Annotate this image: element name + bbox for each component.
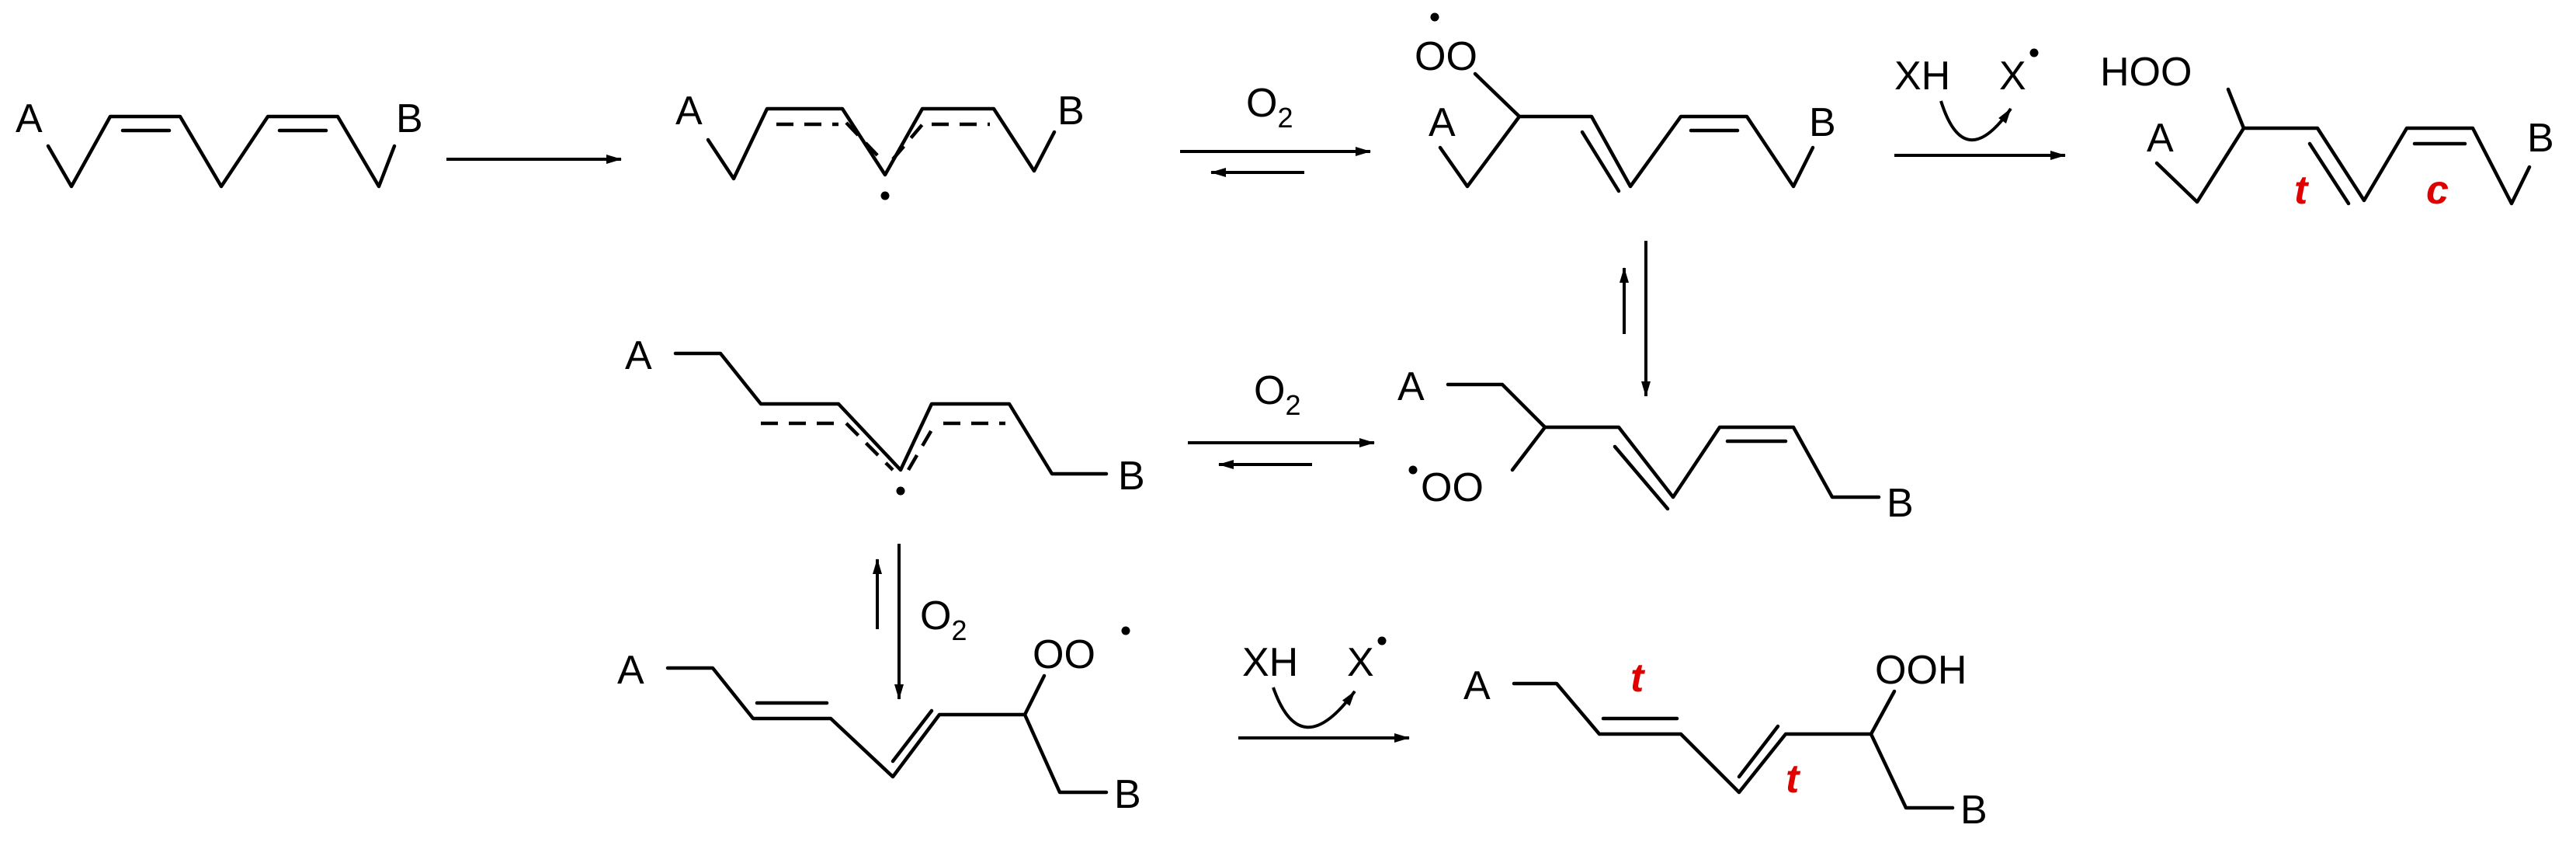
label-b: B (1114, 772, 1141, 817)
xh-label: XH (1242, 640, 1298, 685)
peroxyl-group: OO (1415, 34, 1477, 79)
hydroperoxide-1: HOO A B t c (2100, 50, 2554, 213)
peroxyl-radical-2: A OO B (1397, 364, 1914, 526)
label-a: A (1463, 663, 1491, 708)
label-b: B (1960, 788, 1988, 833)
trans-label-1: t (1630, 656, 1646, 701)
label-b: B (396, 96, 423, 141)
pentadienyl-radical-2: A B (625, 333, 1145, 499)
label-b: B (1057, 89, 1085, 134)
pentadienyl-radical-1: A B (675, 89, 1085, 200)
peroxyl-group: OO (1033, 632, 1095, 677)
radical-dot (896, 486, 905, 496)
label-b: B (1887, 481, 1914, 526)
h-abstraction-2: XH X (1238, 636, 1410, 743)
label-a: A (675, 89, 703, 134)
label-b: B (1118, 454, 1145, 499)
peroxyl-radical-3: A OO B (617, 626, 1141, 817)
radical-dot (1121, 626, 1130, 635)
peroxyl-group: OO (1421, 465, 1484, 510)
label-a: A (1429, 100, 1456, 145)
h-abstraction-1: XH X (1894, 48, 2066, 160)
radical-dot (1430, 12, 1439, 22)
hydroperoxide-2: A OOH B t t (1463, 648, 1988, 833)
hydroperoxide-group: HOO (2100, 50, 2192, 95)
label-a: A (617, 648, 644, 693)
radical-dot (1408, 465, 1418, 475)
cis-label: c (2426, 168, 2449, 213)
starting-diene: A B (16, 96, 423, 189)
peroxyl-radical-1: OO A B (1415, 12, 1836, 193)
vertical-equilibrium-left: O2 (873, 544, 967, 700)
label-a: A (1397, 364, 1425, 409)
x-radical-label: X (1999, 54, 2026, 99)
o2-label: O2 (1254, 368, 1300, 421)
radical-dot (880, 191, 890, 200)
trans-label-2: t (1786, 757, 1801, 802)
equilibrium-o2-2: O2 (1188, 368, 1375, 469)
hydroperoxide-group: OOH (1875, 648, 1967, 693)
vertical-equilibrium-right (1620, 241, 1651, 397)
x-radical-label: X (1347, 640, 1374, 685)
label-a: A (625, 333, 652, 378)
o2-label: O2 (920, 593, 967, 646)
label-a: A (16, 96, 43, 141)
xh-label: XH (1894, 54, 1950, 99)
equilibrium-o2-1: O2 (1180, 81, 1371, 177)
label-b: B (1809, 100, 1836, 145)
label-b: B (2527, 116, 2554, 161)
label-a: A (2147, 116, 2174, 161)
trans-label: t (2294, 168, 2310, 213)
o2-label: O2 (1246, 81, 1293, 134)
